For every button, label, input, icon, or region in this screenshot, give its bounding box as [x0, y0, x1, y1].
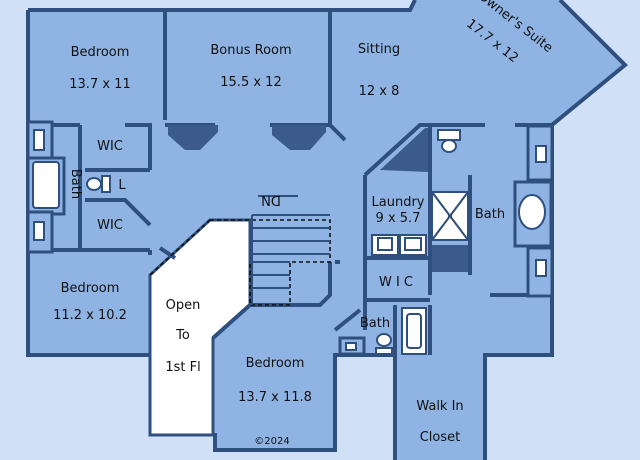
bath-left-label: Bath: [68, 169, 83, 199]
bedroom1-name: Bedroom: [71, 45, 130, 60]
sitting-name: Sitting: [358, 42, 400, 57]
wic-mid-label: W I C: [379, 275, 413, 290]
left-bath-fixtures: [26, 120, 111, 254]
laundry-appliances: [371, 234, 427, 256]
bedroom2-size: 11.2 x 10.2: [53, 308, 127, 323]
linen-label: L: [118, 178, 126, 193]
open-to-line2: To: [175, 328, 190, 343]
copyright: ©2024: [254, 436, 289, 447]
laundry-size: 9 x 5.7: [376, 211, 421, 226]
wic-bottom-label: WIC: [97, 218, 123, 233]
built-ins: [168, 125, 468, 272]
bath-master-label: Bath: [475, 207, 505, 222]
sitting-size: 12 x 8: [359, 84, 400, 99]
open-to-line3: 1st Fl: [165, 360, 200, 375]
small-bath-fixtures: [338, 307, 427, 356]
bath-small-label: Bath: [360, 316, 390, 331]
bedroom1-size: 13.7 x 11: [69, 77, 130, 92]
stairs-down-label: DN: [261, 192, 281, 207]
interior-walls: [28, 10, 552, 355]
walk-in-line2: Closet: [420, 430, 461, 445]
bonus-size: 15.5 x 12: [220, 75, 281, 90]
laundry-name: Laundry: [372, 195, 425, 210]
walk-in-line1: Walk In: [416, 399, 463, 414]
bedroom3-size: 13.7 x 11.8: [238, 390, 312, 405]
master-bath-fixtures: [431, 124, 554, 298]
stairs: [149, 195, 331, 306]
open-to-line1: Open: [166, 298, 201, 313]
wic-top-label: WIC: [97, 139, 123, 154]
room-labels: Bedroom 13.7 x 11 Bonus Room 15.5 x 12 S…: [53, 0, 555, 447]
bonus-name: Bonus Room: [210, 43, 291, 58]
open-to-below: [148, 218, 252, 437]
bedroom3-name: Bedroom: [246, 356, 305, 371]
bedroom2-name: Bedroom: [61, 281, 120, 296]
